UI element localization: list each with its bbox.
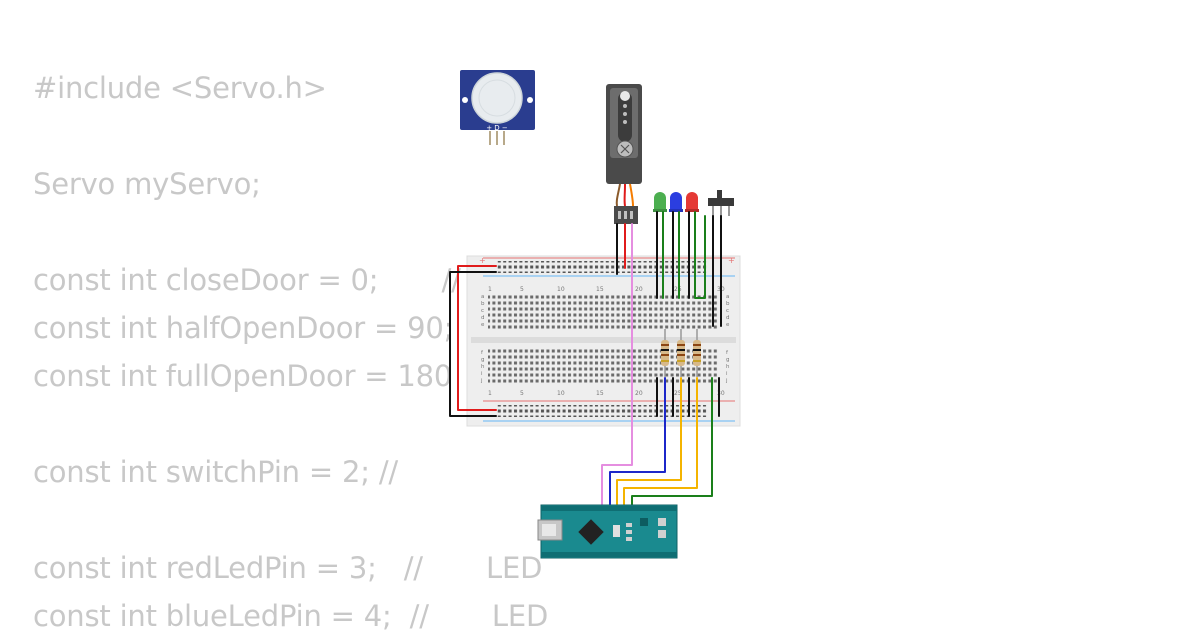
wire-blue-to-nano — [609, 377, 666, 506]
svg-text:g: g — [481, 357, 485, 363]
code-line-servo-declare: Servo myServo; — [33, 167, 261, 201]
resistor-3[interactable] — [693, 329, 701, 377]
wire-black-rail-left — [449, 271, 497, 417]
wire-yellow-1-to-nano — [616, 377, 682, 506]
breadboard-row-letters-top: a b c d e a b c d e — [481, 294, 730, 328]
svg-text:20: 20 — [635, 390, 643, 397]
svg-text:c: c — [481, 308, 484, 314]
svg-text:b: b — [726, 301, 730, 307]
led-green[interactable] — [653, 192, 667, 212]
svg-text:d: d — [726, 315, 730, 321]
servo-motor[interactable] — [606, 84, 642, 224]
pir-pin-labels: + D − — [486, 124, 508, 132]
code-line-close-door: const int closeDoor = 0; // — [33, 263, 461, 297]
svg-text:10: 10 — [557, 286, 565, 293]
svg-text:j: j — [725, 378, 728, 384]
svg-text:g: g — [726, 357, 730, 363]
wire-yellow-2-to-nano — [623, 377, 698, 506]
svg-text:i: i — [481, 371, 483, 377]
code-line-include: #include <Servo.h> — [33, 71, 327, 105]
svg-text:10: 10 — [557, 390, 565, 397]
code-line-full-open-door: const int fullOpenDoor = 180 — [33, 359, 453, 393]
code-line-half-open-door: const int halfOpenDoor = 90; — [33, 311, 454, 345]
svg-text:+: + — [728, 256, 735, 265]
svg-text:e: e — [726, 322, 730, 328]
arduino-nano[interactable] — [537, 504, 678, 559]
wire-servo-signal-pink — [601, 223, 633, 506]
led-red[interactable] — [685, 192, 699, 212]
svg-text:30: 30 — [717, 390, 725, 397]
svg-text:1: 1 — [488, 390, 492, 397]
wire-green-to-nano — [631, 377, 713, 506]
led-blue[interactable] — [669, 192, 683, 212]
svg-text:f: f — [726, 350, 729, 356]
code-line-switch-pin: const int switchPin = 2; // — [33, 455, 398, 489]
svg-text:b: b — [481, 301, 485, 307]
breadboard-column-numbers-bottom: 1 5 10 15 20 25 30 — [488, 390, 725, 397]
pir-sensor[interactable]: + D − — [460, 70, 535, 145]
svg-text:1: 1 — [488, 286, 492, 293]
slide-switch[interactable] — [708, 190, 734, 216]
svg-text:a: a — [726, 294, 729, 300]
svg-text:25: 25 — [674, 390, 682, 397]
svg-text:c: c — [726, 308, 729, 314]
svg-text:i: i — [726, 371, 728, 377]
code-line-red-led-pin: const int redLedPin = 3; // LED — [33, 551, 543, 585]
breadboard-row-letters-bottom: f g h i j f g h i j — [480, 350, 730, 384]
svg-text:+: + — [479, 256, 486, 265]
svg-text:a: a — [481, 294, 484, 300]
wire-led-red-anode — [694, 211, 706, 299]
resistor-1[interactable] — [661, 329, 669, 377]
svg-text:j: j — [480, 378, 483, 384]
svg-text:5: 5 — [520, 390, 524, 397]
svg-text:h: h — [481, 364, 485, 370]
svg-text:f: f — [481, 350, 484, 356]
svg-text:h: h — [726, 364, 730, 370]
svg-text:d: d — [481, 315, 485, 321]
svg-text:e: e — [481, 322, 485, 328]
svg-text:20: 20 — [635, 286, 643, 293]
code-line-blue-led-pin: const int blueLedPin = 4; // LED — [33, 599, 549, 633]
resistor-2[interactable] — [677, 329, 685, 377]
wire-red-rail-left — [457, 265, 497, 411]
svg-text:25: 25 — [674, 286, 682, 293]
svg-text:15: 15 — [596, 390, 604, 397]
svg-text:15: 15 — [596, 286, 604, 293]
svg-text:5: 5 — [520, 286, 524, 293]
